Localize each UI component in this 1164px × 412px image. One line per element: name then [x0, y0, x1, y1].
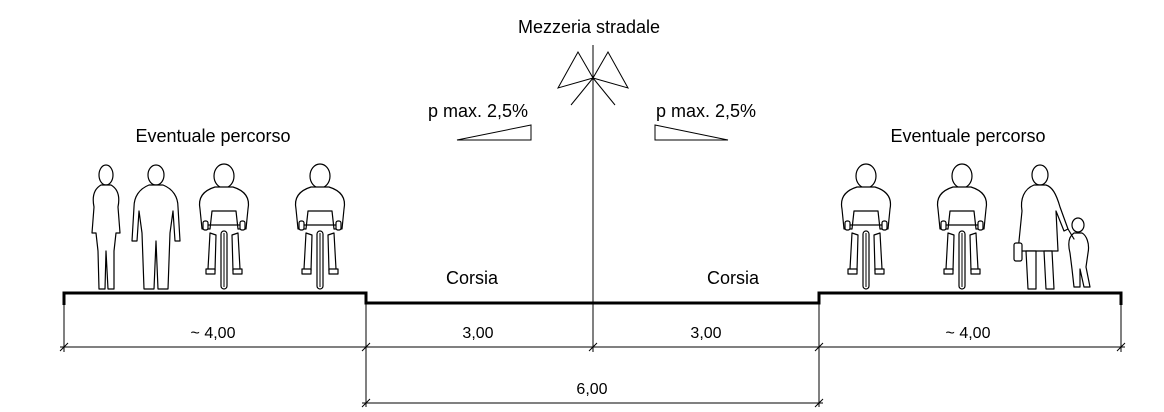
lane-label-right: Corsia — [707, 268, 760, 288]
pedestrian-man-left — [131, 164, 181, 290]
lane-label-left: Corsia — [446, 268, 499, 288]
dim-right-side: ~ 4,00 — [946, 325, 991, 342]
centerline-title: Mezzeria stradale — [518, 17, 660, 37]
dim-carriageway-total: 6,00 — [576, 381, 607, 398]
centerline-symbol — [556, 45, 630, 303]
woman-with-child-right — [1013, 164, 1091, 290]
side-path-label-left: Eventuale percorso — [135, 126, 290, 146]
cyclist-left-2 — [294, 163, 346, 290]
cyclist-right-1 — [840, 163, 892, 290]
road-profile — [62, 291, 1123, 407]
right-side-figures — [840, 163, 1091, 290]
slope-label-right: p max. 2,5% — [656, 101, 756, 121]
dimension-lines — [59, 342, 1126, 408]
slope-triangle-right — [654, 124, 729, 141]
slope-triangle-left — [456, 124, 532, 141]
cyclist-left-1 — [198, 163, 250, 290]
pedestrian-woman-left — [91, 164, 121, 290]
dim-right-lane: 3,00 — [690, 325, 721, 342]
cyclist-right-2 — [936, 163, 988, 290]
dim-left-side: ~ 4,00 — [191, 325, 236, 342]
left-side-figures — [91, 163, 346, 290]
slope-label-left: p max. 2,5% — [428, 101, 528, 121]
dim-left-lane: 3,00 — [462, 325, 493, 342]
side-path-label-right: Eventuale percorso — [890, 126, 1045, 146]
